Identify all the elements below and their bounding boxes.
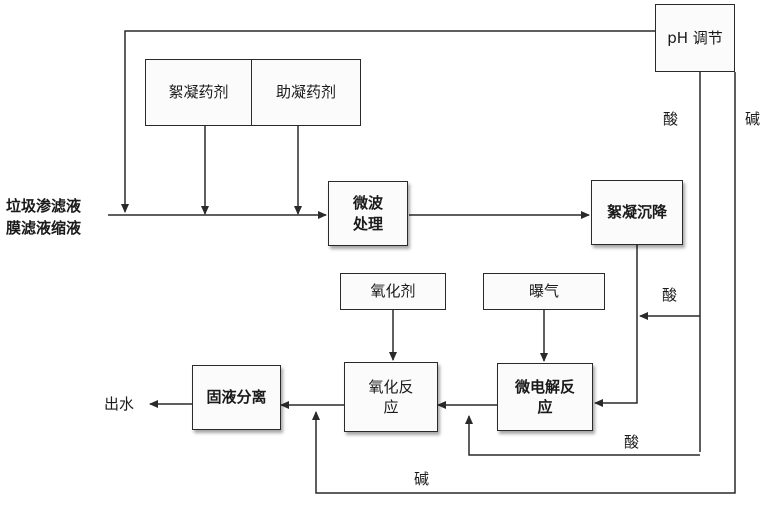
input-label-line2: 膜滤液缩液 xyxy=(6,219,82,237)
oxidant-box: 氧化剂 xyxy=(340,273,446,310)
ph-adjust-box: pH 调节 xyxy=(655,4,735,72)
base-label-top: 碱 xyxy=(745,110,761,128)
acid-label-bottom: 酸 xyxy=(624,433,640,451)
input-label-line1: 垃圾渗滤液 xyxy=(6,197,82,215)
oxidation-reaction-box: 氧化反 应 xyxy=(344,362,438,432)
base-label-bottom: 碱 xyxy=(414,470,430,488)
floc-settling-box: 絮凝沉降 xyxy=(591,180,683,245)
flocculant-box: 絮凝药剂 xyxy=(145,59,252,126)
acid-label-mid: 酸 xyxy=(662,286,678,304)
settle-to-electrolysis-line xyxy=(594,245,638,407)
acid-branch-2 xyxy=(465,415,700,456)
aeration-box: 曝气 xyxy=(483,273,605,310)
acid-label-top: 酸 xyxy=(663,110,679,128)
output-label: 出水 xyxy=(104,395,135,413)
micro-electrolysis-box: 微电解反 应 xyxy=(497,363,593,431)
coagulant-aid-box: 助凝药剂 xyxy=(251,59,361,126)
microwave-treatment-box: 微波 处理 xyxy=(328,181,408,246)
solid-liquid-separation-box: 固液分离 xyxy=(192,365,281,430)
ph-feedback-line xyxy=(121,30,655,213)
base-main-line xyxy=(312,72,736,494)
